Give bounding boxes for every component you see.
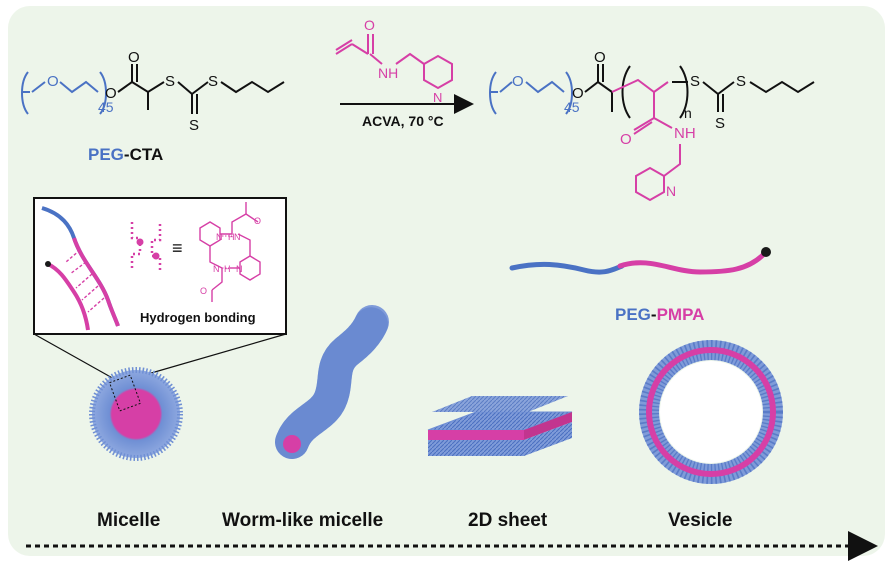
inset-n-4: N [236,264,243,274]
thio-S-1: S [165,73,175,90]
product-S-3: S [736,73,746,90]
inset-n-3: N [213,264,220,274]
monomer-pyridine-n: N [433,90,442,105]
morph-label-micelle: Micelle [97,510,160,531]
inset-title: Hydrogen bonding [140,310,256,325]
product-peg-oxygen: O [512,73,524,90]
product-amide-nh: NH [674,125,696,142]
thio-S-2: S [189,117,199,134]
product-pyridine-n: N [666,183,676,199]
inset-n-1: N [216,232,223,242]
reactant-peg-cta: O 45 O O S S S [21,49,285,134]
svg-text:PEG-CTA: PEG-CTA [88,145,163,164]
micelle-morphology [89,367,183,461]
vesicle-morphology [639,340,783,484]
product-carbonyl-oxygen: O [594,49,606,66]
product-ester-oxygen: O [572,85,584,102]
morph-label-worm: Worm-like micelle [222,510,383,531]
product-label-peg: PEG [615,305,651,324]
product-S-1: S [690,73,700,90]
repeat-n: n [684,105,692,121]
reactant-label: PEG-CTA [88,145,163,164]
inset-h-2: H [224,264,231,274]
repeat-45-left: 45 [98,99,114,115]
monomer-structure: O NH N [335,17,453,105]
product-label-pmpa: PMPA [657,305,705,324]
peg-pmpa-chain [509,247,771,275]
reactant-label-peg: PEG [88,145,124,164]
thio-S-3: S [208,73,218,90]
inset-n-2: N [234,232,241,242]
inset-o-1: O [254,216,261,226]
morph-label-vesicle: Vesicle [668,510,732,531]
sheet-morphology [427,396,573,456]
carbonyl-oxygen-label: O [128,49,140,66]
inset-frame [33,197,287,335]
monomer-oxygen: O [364,17,375,33]
product-peg-pmpa-structure: O 45 O O n O NH N S S S [489,49,815,202]
product-label: PEG-PMPA [615,305,704,324]
hbond-inset: ≡ N H N O N H N O Hydrogen bonding [33,197,287,335]
product-label-sep: - [651,305,657,324]
product-S-2: S [715,115,725,132]
morph-label-sheet: 2D sheet [468,510,548,531]
worm-micelle-morphology [275,305,389,459]
inset-h-1: H [228,232,235,242]
zoom-line-left [33,333,117,381]
peg-oxygen-label: O [47,73,59,90]
repeat-45-right: 45 [564,99,580,115]
equivalence-sign: ≡ [172,238,183,258]
ester-oxygen-label: O [105,85,117,102]
reaction-conditions: ACVA, 70 °C [362,113,444,129]
inset-o-2: O [200,286,207,296]
reactant-label-cta: -CTA [124,145,163,164]
zoom-line-right [133,333,287,379]
monomer-nh: NH [378,65,398,81]
product-amide-oxygen: O [620,131,632,148]
inset-chain-2 [47,262,90,331]
